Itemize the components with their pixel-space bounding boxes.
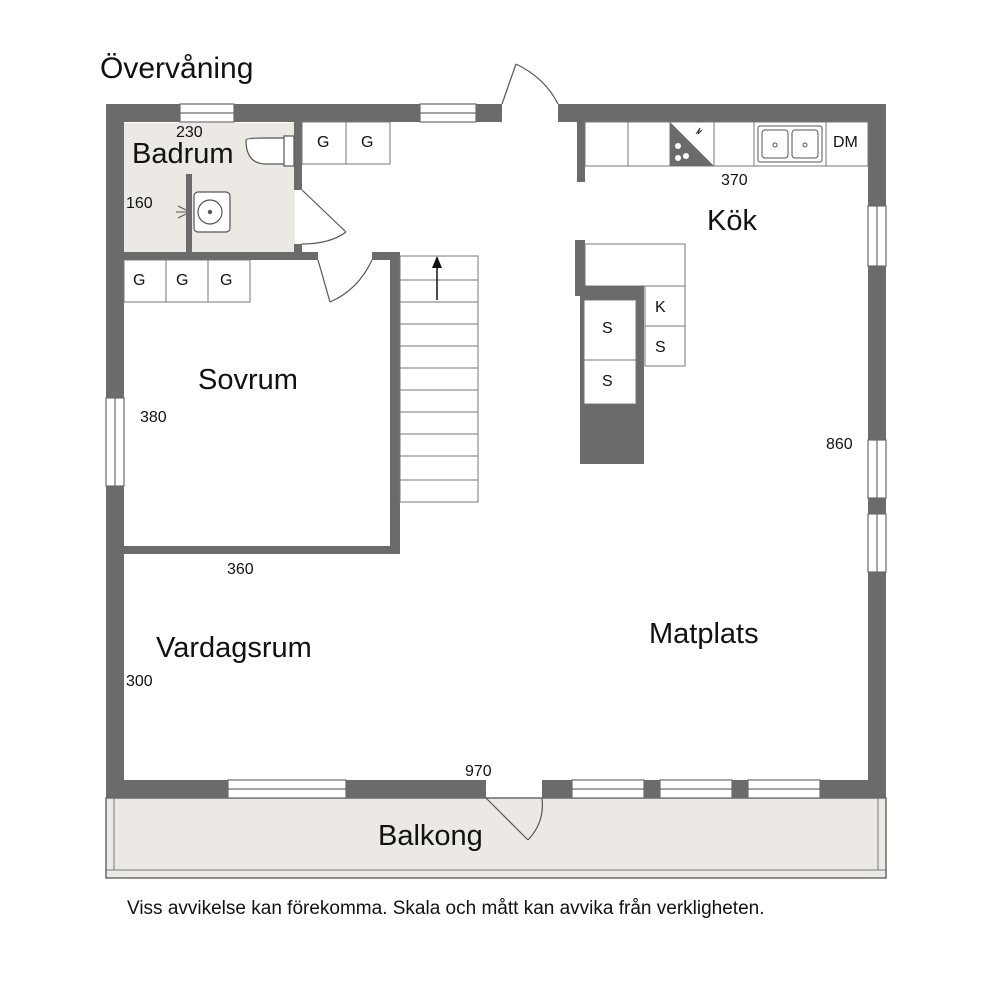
bathroom-fixtures [176, 135, 295, 233]
room-label-balkong: Balkong [378, 820, 483, 852]
room-label-kok: Kök [707, 205, 757, 237]
windows [105, 103, 887, 799]
kitchen-island [580, 243, 686, 464]
stove-label: S [602, 320, 613, 337]
wardrobe-label: G [361, 134, 374, 151]
dimension-badrum-depth: 160 [126, 195, 153, 212]
wardrobe-label: G [133, 272, 146, 289]
wardrobe-label: G [317, 134, 330, 151]
dishwasher-label: DM [833, 134, 858, 151]
exterior-walls [106, 104, 886, 798]
staircase [399, 255, 479, 503]
disclaimer-text: Viss avvikelse kan förekomma. Skala och … [127, 898, 765, 919]
floor-title: Övervåning [100, 52, 254, 85]
stove-icon [670, 122, 714, 166]
wardrobe-label: G [176, 272, 189, 289]
bedroom-wardrobes [123, 259, 251, 303]
room-label-sovrum: Sovrum [198, 364, 298, 396]
kitchen-sink-icon [757, 125, 823, 163]
room-label-badrum: Badrum [132, 138, 234, 170]
dimension-sovrum-width: 360 [227, 561, 254, 578]
dimension-vardagsrum-depth: 300 [126, 673, 153, 690]
shower-icon [176, 205, 187, 219]
stove-label: S [655, 339, 666, 356]
dimension-sovrum-depth: 380 [140, 409, 167, 426]
balcony-floor [105, 797, 887, 879]
fridge-label: K [655, 299, 666, 316]
room-label-matplats: Matplats [649, 618, 759, 650]
dimension-total-depth: 860 [826, 436, 853, 453]
wardrobe-label: G [220, 272, 233, 289]
kitchen-counter [584, 121, 869, 167]
dimension-badrum-width: 230 [176, 124, 203, 141]
door-swings [301, 63, 559, 841]
interior-walls [122, 122, 585, 554]
stove-label: S [602, 373, 613, 390]
room-label-vardagsrum: Vardagsrum [156, 632, 312, 664]
dimension-total-width: 970 [465, 763, 492, 780]
dimension-kok-width: 370 [721, 172, 748, 189]
hall-wardrobes [301, 121, 391, 165]
